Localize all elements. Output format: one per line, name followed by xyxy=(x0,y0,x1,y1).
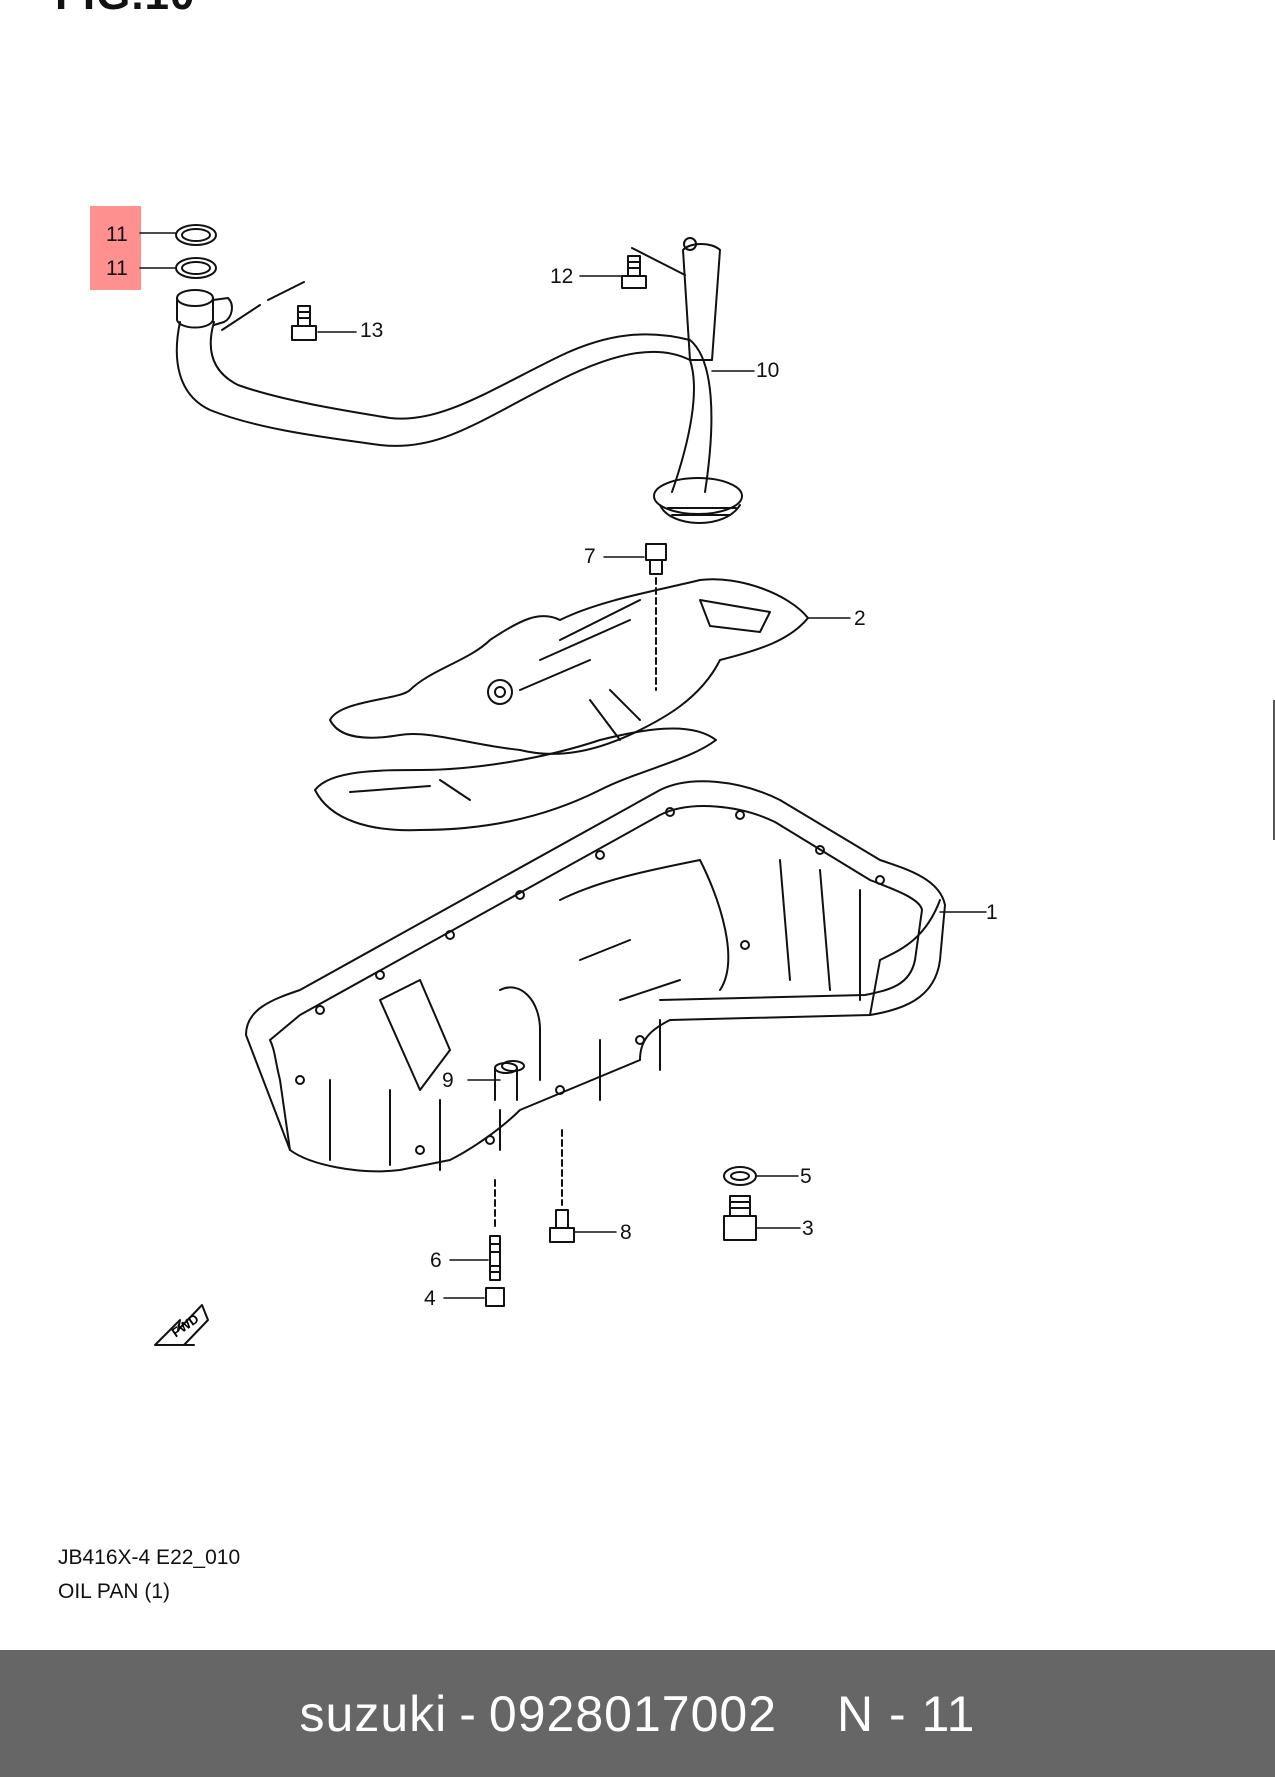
callout-4: 4 xyxy=(424,1287,436,1310)
callout-9: 9 xyxy=(442,1069,454,1092)
oil-strainer-pipe xyxy=(175,237,743,524)
bolt-8 xyxy=(549,1129,575,1243)
callout-8: 8 xyxy=(620,1221,632,1244)
drain-plug-3 xyxy=(723,1195,757,1241)
callout-10: 10 xyxy=(756,359,780,382)
oil-pan xyxy=(245,780,946,1173)
callout-1: 1 xyxy=(986,901,998,924)
callout-5: 5 xyxy=(800,1165,812,1188)
diagram-name: OIL PAN (1) xyxy=(58,1580,171,1603)
callout-13: 13 xyxy=(360,319,384,342)
callout-11-top: 11 xyxy=(106,223,128,246)
bolt-7 xyxy=(645,543,667,691)
oil-pan-exploded-diagram: FWD xyxy=(139,224,987,1346)
footer-part-number: 0928017002 xyxy=(488,1685,777,1742)
nut-4 xyxy=(485,1287,505,1307)
drain-plug-gasket-5 xyxy=(723,1166,757,1186)
footer-bar: suzuki - 0928017002 N - 11 xyxy=(0,1650,1275,1777)
o-ring-top xyxy=(175,224,217,246)
bolt-12 xyxy=(621,255,647,289)
forward-arrow-icon xyxy=(154,1304,209,1346)
highlight-callout-11-bottom xyxy=(90,240,141,290)
footer-brand: suzuki xyxy=(299,1685,448,1742)
figure-title: FIG.10 xyxy=(55,0,196,20)
footer-page-ref: N - 11 xyxy=(837,1685,976,1742)
callout-12: 12 xyxy=(550,265,574,288)
callout-6: 6 xyxy=(430,1249,442,1272)
callout-3: 3 xyxy=(802,1217,814,1240)
stud-6 xyxy=(489,1179,501,1281)
bolt-13 xyxy=(291,305,317,341)
right-edge-mark xyxy=(1273,700,1275,840)
dowel-pin-9 xyxy=(501,1060,525,1072)
o-ring-bottom xyxy=(175,257,217,279)
callout-2: 2 xyxy=(854,607,866,630)
callout-11-bottom: 11 xyxy=(106,257,128,280)
diagram-code: JB416X-4 E22_010 xyxy=(58,1546,241,1569)
callout-7: 7 xyxy=(584,545,596,568)
highlight-callout-11-top xyxy=(90,206,141,240)
oil-pan-baffle-plate xyxy=(314,578,809,832)
footer-separator: - xyxy=(459,1685,477,1742)
